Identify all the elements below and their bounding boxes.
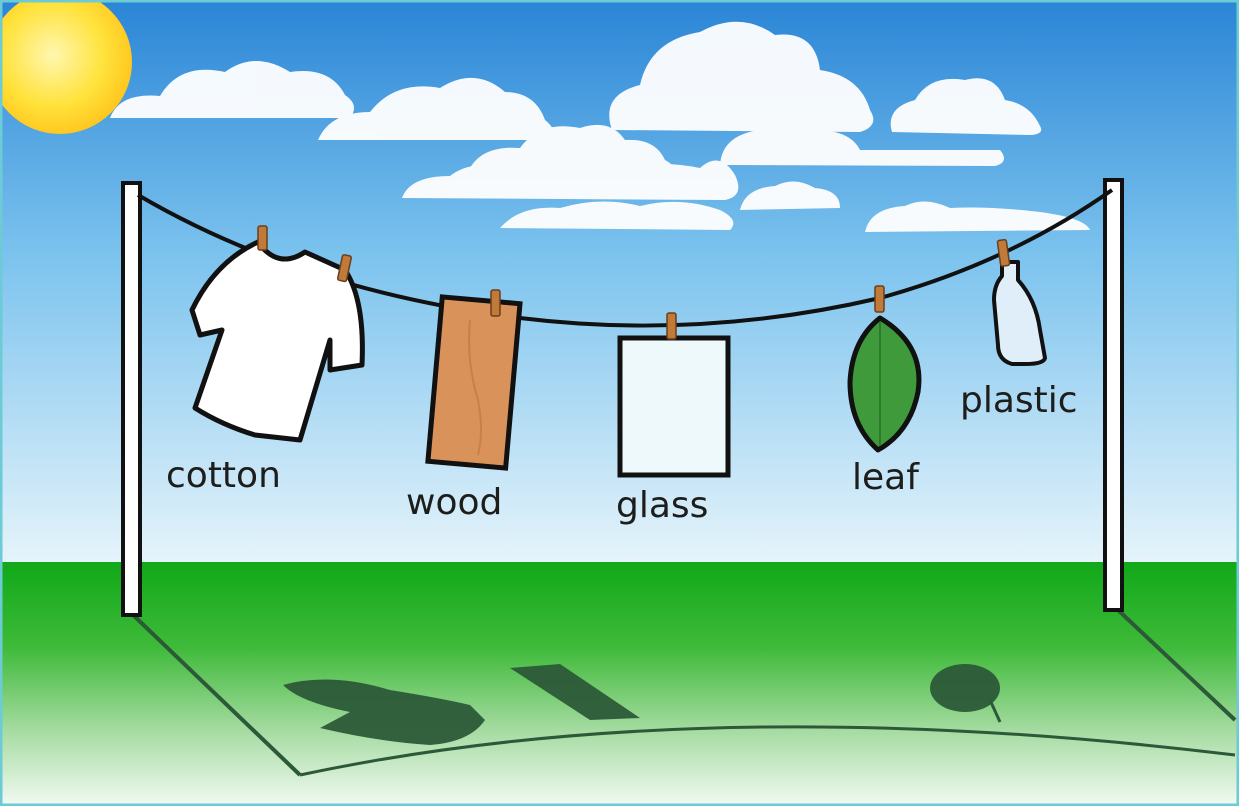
- clothesline-posts: [121, 178, 1124, 617]
- label-wood: wood: [406, 482, 503, 523]
- left-post: [121, 181, 142, 617]
- sun: [0, 0, 132, 134]
- ground-shadows: [128, 608, 1237, 777]
- wood-block-icon: [425, 289, 523, 471]
- tshirt-icon: [189, 225, 365, 443]
- right-post: [1103, 178, 1124, 612]
- label-plastic: plastic: [960, 380, 1078, 421]
- plastic-bottle-icon: [992, 238, 1047, 366]
- label-cotton: cotton: [166, 455, 281, 496]
- grass: [0, 562, 1239, 806]
- glass-pane-icon: [617, 312, 731, 478]
- label-glass: glass: [616, 485, 709, 526]
- clouds: [110, 21, 1090, 232]
- leaf-icon: [847, 285, 922, 453]
- label-leaf: leaf: [852, 457, 919, 498]
